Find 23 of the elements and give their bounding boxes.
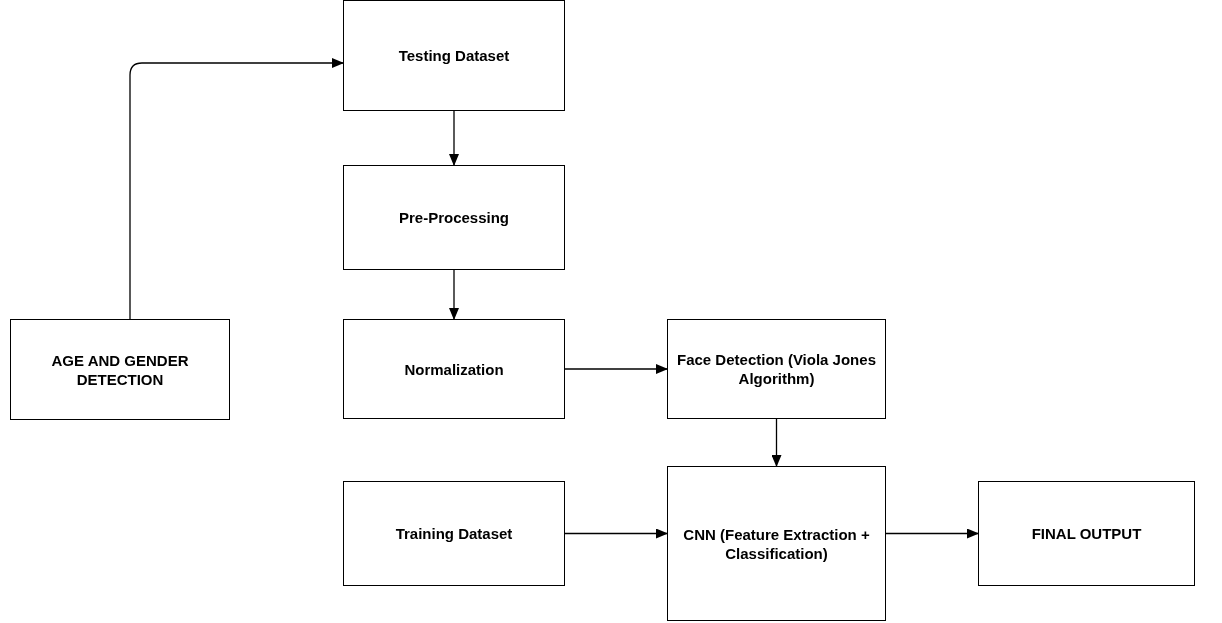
- box-label: CNN (Feature Extraction + Classification): [682, 524, 871, 563]
- box-label: Pre-Processing: [397, 208, 510, 227]
- process-box: [343, 165, 565, 270]
- box-label: Testing Dataset: [397, 46, 511, 65]
- box-label: AGE AND GENDER DETECTION: [50, 350, 190, 389]
- arrow: [564, 528, 668, 539]
- process-box: [343, 0, 565, 111]
- arrow: [885, 528, 979, 539]
- box-label: Training Dataset: [394, 524, 514, 543]
- box-label: FINAL OUTPUT: [1030, 524, 1143, 543]
- process-box: [978, 481, 1195, 586]
- process-box: [667, 466, 886, 621]
- process-box: [343, 481, 565, 586]
- process-box: [10, 319, 230, 420]
- arrow: [129, 58, 344, 320]
- arrow: [771, 418, 782, 467]
- box-label: Normalization: [403, 359, 505, 379]
- arrow: [564, 364, 668, 374]
- process-box: [667, 319, 886, 419]
- box-label: Face Detection (Viola Jones Algorithm): [676, 350, 877, 388]
- process-box: [343, 319, 565, 419]
- arrow: [449, 110, 459, 166]
- arrow: [449, 269, 459, 320]
